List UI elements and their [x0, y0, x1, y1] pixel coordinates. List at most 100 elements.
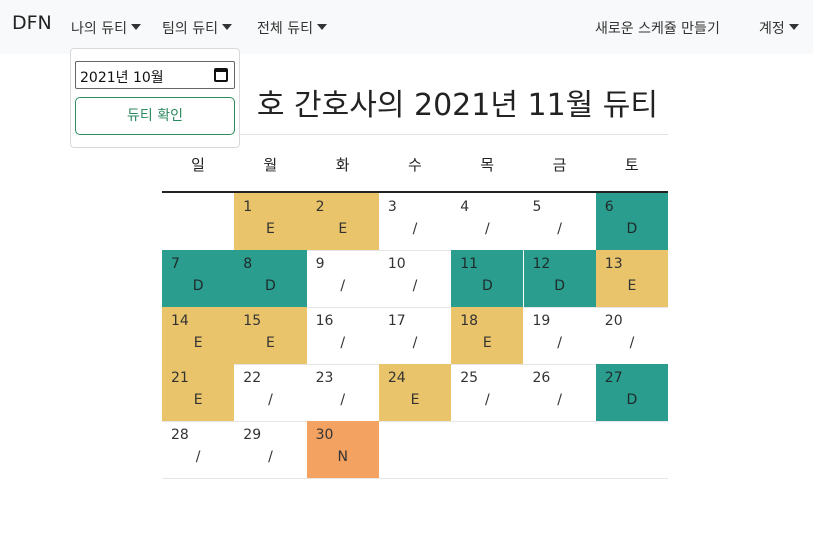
- duty-code: E: [193, 335, 203, 351]
- duty-code: /: [557, 221, 562, 237]
- duty-code: E: [266, 335, 275, 351]
- duty-code: /: [484, 392, 490, 408]
- day-number: 2: [315, 199, 325, 215]
- day-number: 16: [315, 313, 334, 329]
- day-number: 25: [460, 370, 479, 386]
- day-cell[interactable]: 25 /: [451, 364, 523, 421]
- duty-code: E: [338, 221, 348, 237]
- day-cell[interactable]: 22/: [234, 364, 306, 421]
- brand-logo[interactable]: DFN: [12, 12, 52, 34]
- nav-account[interactable]: 계정: [759, 18, 799, 38]
- duty-code: E: [266, 221, 275, 237]
- day-number: 24: [387, 370, 406, 386]
- week-row-divider: [162, 478, 668, 479]
- week-row-divider: [162, 421, 668, 422]
- nav-account-label: 계정: [759, 21, 785, 37]
- duty-code: /: [557, 335, 562, 351]
- month-input-value: 2021년 10월: [80, 70, 164, 86]
- day-number: 10: [387, 256, 406, 272]
- day-number: 14: [171, 313, 189, 329]
- create-schedule-link[interactable]: 새로운 스케쥴 만들기: [595, 21, 720, 37]
- day-number: 28: [171, 427, 189, 443]
- nav-my-duty[interactable]: 나의 듀티: [71, 18, 141, 38]
- day-cell[interactable]: 19 /: [524, 307, 596, 364]
- calendar-icon[interactable]: [214, 68, 228, 82]
- day-cell[interactable]: 23 /: [307, 364, 379, 421]
- duty-code: D: [192, 278, 204, 294]
- week-row-divider: [162, 307, 668, 308]
- day-number: 11: [460, 256, 479, 272]
- day-cell[interactable]: 9/: [307, 250, 379, 307]
- day-cell[interactable]: 3/: [379, 193, 451, 250]
- day-number: 6: [604, 199, 614, 215]
- navbar: DFN 나의 듀티 팀의 듀티 전체 듀티 새로운 스케쥴 만들기 계정: [0, 0, 813, 54]
- day-cell[interactable]: 5/: [524, 193, 596, 250]
- day-cell[interactable]: 29/: [234, 421, 306, 478]
- nav-team-duty[interactable]: 팀의 듀티: [162, 18, 232, 38]
- week-row-divider: [162, 250, 668, 251]
- day-cell[interactable]: 26 /: [524, 364, 596, 421]
- duty-code: E: [627, 278, 637, 294]
- page-title: 호 간호사의 2021년 11월 듀티: [162, 80, 668, 124]
- duty-code: D: [554, 278, 566, 294]
- duty-code: N: [337, 449, 348, 465]
- day-cell[interactable]: 28/: [162, 421, 234, 478]
- day-number: 8: [243, 256, 253, 272]
- day-number: 9: [315, 256, 325, 272]
- duty-code: /: [629, 335, 635, 351]
- day-number: 27: [604, 370, 623, 386]
- day-number: 20: [604, 313, 623, 329]
- confirm-duty-button[interactable]: 듀티 확인: [75, 97, 235, 135]
- day-number: 22: [243, 370, 262, 386]
- title-divider: [162, 134, 668, 135]
- day-number: 4: [460, 199, 470, 215]
- weekday-label: 금: [552, 156, 567, 174]
- page-title-text: 호 간호사의 2021년 11월 듀티: [256, 88, 658, 123]
- day-number: 23: [315, 370, 334, 386]
- weekday-label: 수: [407, 156, 422, 174]
- duty-code: /: [340, 335, 346, 351]
- weekday-label: 월: [263, 156, 278, 174]
- nav-my-duty-label: 나의 듀티: [71, 21, 127, 37]
- day-cell[interactable]: 10/: [379, 250, 451, 307]
- day-number: 7: [171, 256, 180, 272]
- day-number: 13: [604, 256, 623, 272]
- day-cell[interactable]: 17 /: [379, 307, 451, 364]
- day-number: 17: [387, 313, 406, 329]
- caret-down-icon: [130, 24, 141, 30]
- day-number: 30: [315, 427, 334, 443]
- day-number: 19: [532, 313, 551, 329]
- duty-code: D: [626, 221, 638, 237]
- duty-code: /: [412, 221, 418, 237]
- duty-code: /: [340, 392, 346, 408]
- duty-code: /: [412, 335, 418, 351]
- month-input[interactable]: 2021년 10월: [75, 61, 235, 89]
- duty-code: /: [268, 449, 273, 465]
- duty-code: /: [557, 392, 562, 408]
- day-cell[interactable]: 20 /: [596, 307, 668, 364]
- day-cell[interactable]: 4/: [451, 193, 523, 250]
- day-number: 21: [171, 370, 189, 386]
- caret-down-icon: [788, 24, 799, 30]
- duty-code: /: [484, 221, 490, 237]
- nav-all-duty[interactable]: 전체 듀티: [257, 18, 327, 38]
- day-number: 26: [532, 370, 551, 386]
- day-cell[interactable]: 16 /: [307, 307, 379, 364]
